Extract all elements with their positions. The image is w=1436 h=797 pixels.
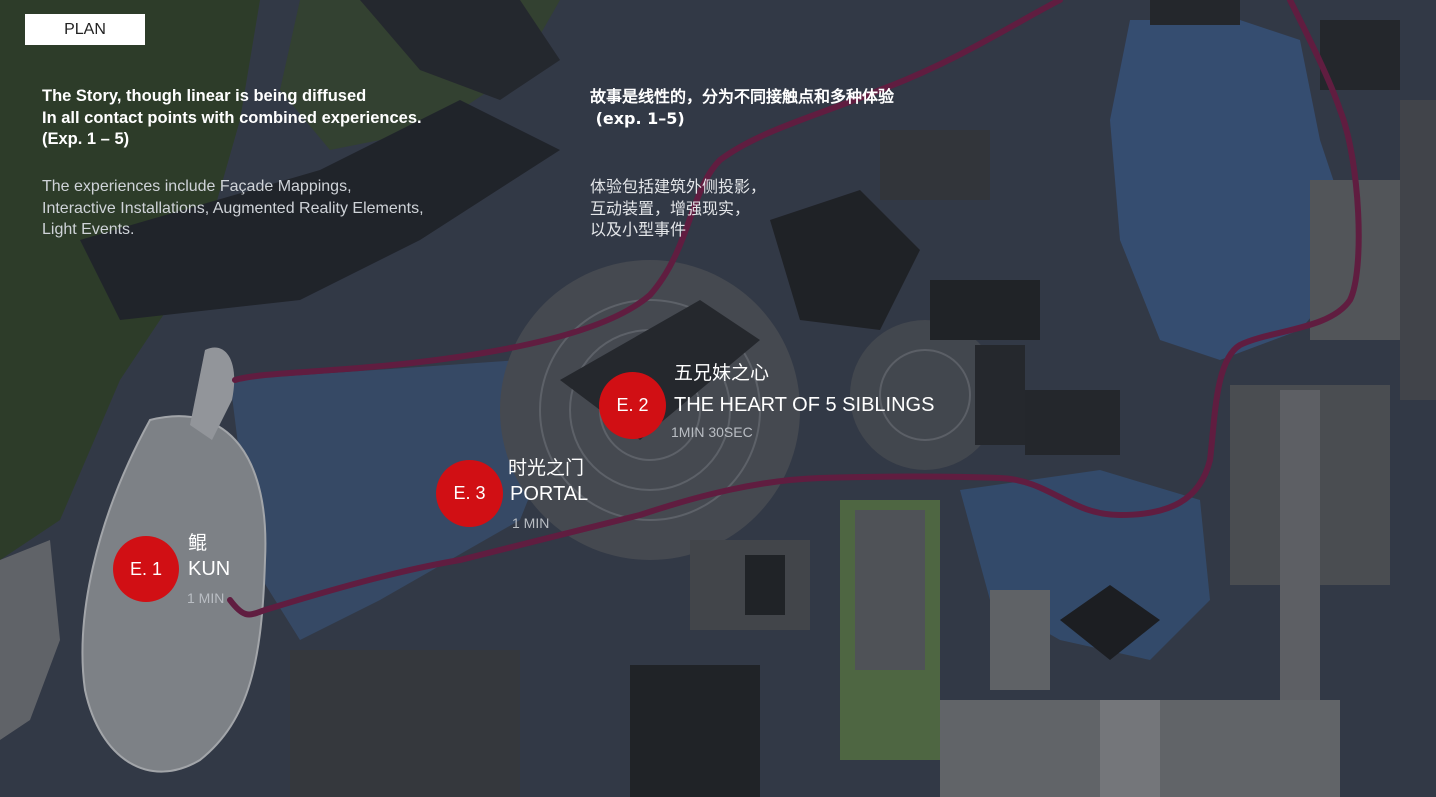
marker-duration: 1 MIN [187,590,225,606]
experiences-en-line: The experiences include Façade Mappings, [42,178,352,195]
building-roof [630,665,760,797]
building-roof [1025,390,1120,455]
building-roof [1320,20,1400,90]
marker-name-cn: 鲲 [188,532,208,554]
kun-pavilion [190,347,235,440]
experiences-cn-line: 体验包括建筑外侧投影， [590,177,767,196]
story-cn-line: 故事是线性的，分为不同接触点和多种体验 [590,87,895,106]
story-text-cn: 故事是线性的，分为不同接触点和多种体验 (exp. 1–5) [590,86,894,129]
building-roof [770,190,920,330]
marker-name-cn: 五兄妹之心 [674,362,770,384]
plan-label: PLAN [25,14,145,45]
experiences-en-line: Light Events. [42,221,135,238]
building-roof [80,100,560,320]
marker-name-cn: 时光之门 [508,457,585,479]
building-roof [990,590,1050,690]
story-en-line: The Story, though linear is being diffus… [42,87,367,105]
building-roof [855,510,925,670]
building-roof [930,280,1040,340]
building-roof [880,130,990,200]
building-roof [1400,100,1436,400]
plaza-circle [539,299,761,521]
experiences-text-cn: 体验包括建筑外侧投影， 互动装置，增强现实， 以及小型事件 [590,176,766,241]
building-roof [975,345,1025,445]
water-area [1110,20,1360,360]
story-en-line: In all contact points with combined expe… [42,108,422,127]
experiences-text-en: The experiences include Façade Mappings,… [42,176,424,241]
building-roof [1100,700,1160,797]
marker-duration: 1 MIN [512,515,550,531]
experiences-en-line: Interactive Installations, Augmented Rea… [42,199,424,217]
experiences-cn-line: 以及小型事件 [590,220,687,239]
experience-marker-e1[interactable]: E. 1 [113,536,179,602]
story-en-line: (Exp. 1 – 5) [42,130,130,148]
experience-marker-e3[interactable]: E. 3 [436,460,503,527]
visitor-route [227,0,1362,618]
plaza-circle [879,349,971,441]
building-roof [0,540,60,740]
water-area [230,360,560,640]
story-cn-line: (exp. 1–5) [590,108,685,128]
story-text-en: The Story, though linear is being diffus… [42,86,422,151]
plaza-circle [850,320,1000,470]
building-roof [1150,0,1240,25]
experience-marker-e2[interactable]: E. 2 [599,372,666,439]
building-roof [745,555,785,615]
marker-name-en: KUN [188,558,231,580]
kun-pavilion [81,415,267,773]
building-roof [360,0,560,100]
building-roof [290,650,520,797]
marker-name-en: PORTAL [510,483,589,505]
experiences-cn-line: 互动装置，增强现实， [590,198,751,218]
marker-duration: 1MIN 30SEC [671,424,753,440]
building-roof [1060,585,1160,660]
marker-name-en: THE HEART OF 5 SIBLINGS [674,394,935,416]
kun-pavilion [82,416,266,772]
